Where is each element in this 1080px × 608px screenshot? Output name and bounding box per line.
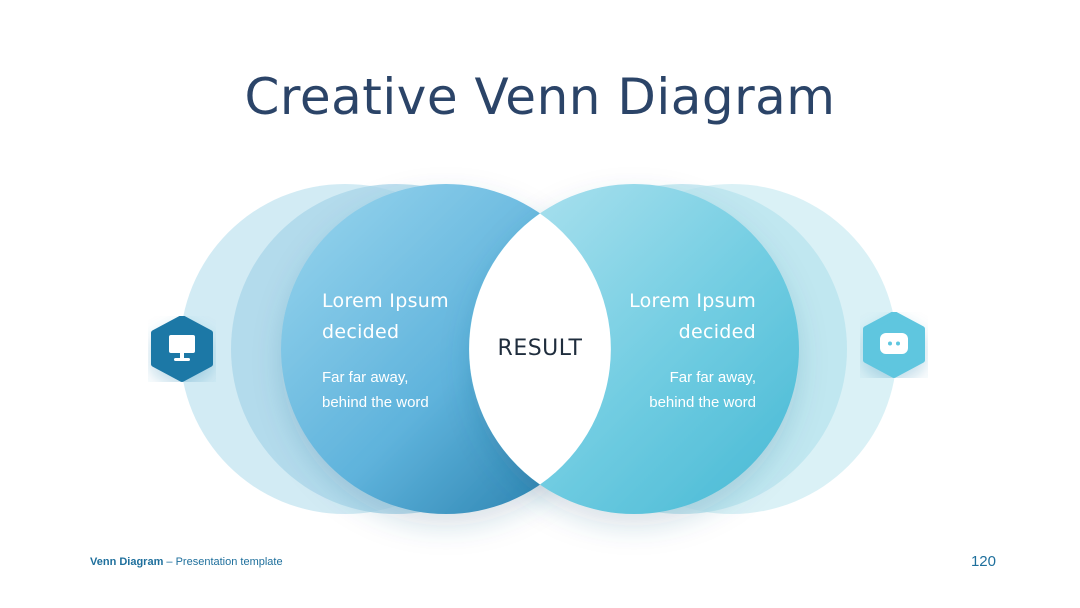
right-heading: Lorem Ipsum decided <box>629 286 756 348</box>
intersection-label: RESULT <box>497 336 583 361</box>
page-number: 120 <box>970 553 996 570</box>
right-heading-line2: decided <box>678 321 756 343</box>
left-hex-badge <box>151 316 213 382</box>
left-body: Far far away, behind the word <box>322 365 429 415</box>
left-body-line1: Far far away, <box>322 369 409 386</box>
chat-bubble-icon <box>880 333 908 354</box>
left-heading-line1: Lorem Ipsum <box>322 290 449 312</box>
right-body-line1: Far far away, <box>669 369 756 386</box>
slide-title: Creative Venn Diagram <box>244 68 836 126</box>
right-heading-line1: Lorem Ipsum <box>629 290 756 312</box>
footer-subtitle: – Presentation template <box>163 556 283 568</box>
intersection-lens <box>469 213 611 485</box>
left-heading-line2: decided <box>322 321 400 343</box>
right-body: Far far away, behind the word <box>649 365 756 415</box>
right-hex-badge <box>863 312 925 378</box>
left-heading: Lorem Ipsum decided <box>322 286 449 348</box>
left-body-line2: behind the word <box>322 394 429 411</box>
right-body-line2: behind the word <box>649 394 756 411</box>
footer-brand: Venn Diagram <box>90 556 164 568</box>
monitor-icon <box>169 335 195 361</box>
footer: Venn Diagram – Presentation template <box>90 556 283 568</box>
